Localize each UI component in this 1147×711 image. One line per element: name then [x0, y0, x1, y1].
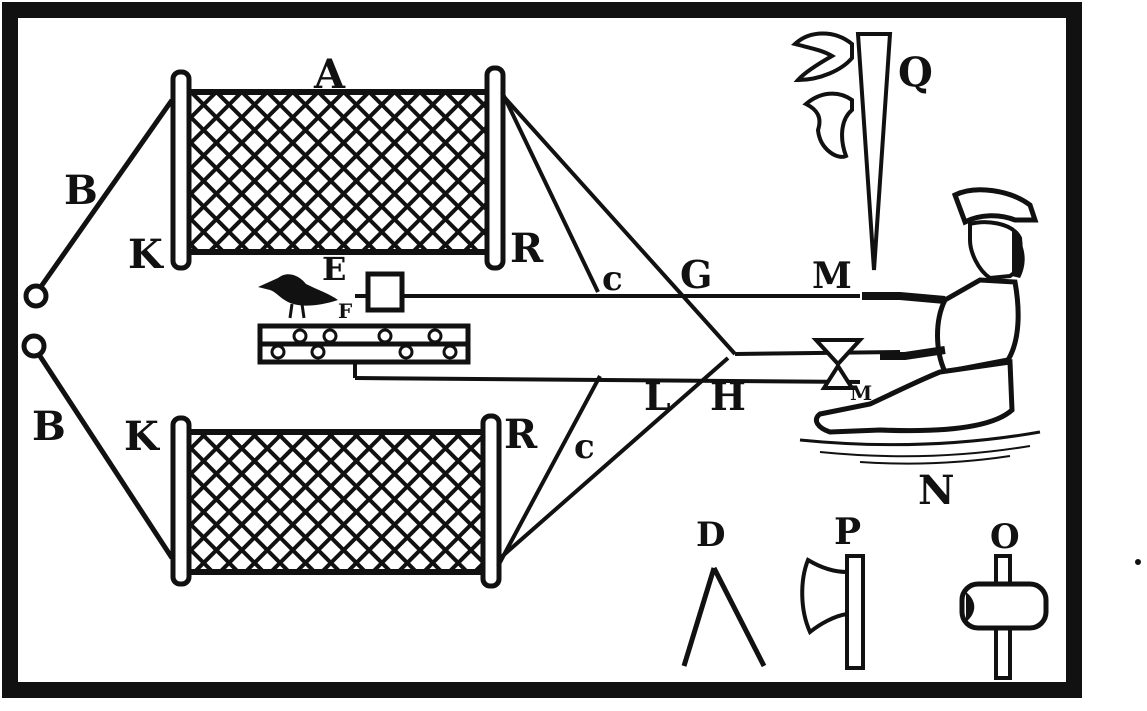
label-o: O — [990, 517, 1020, 557]
label-g: G — [680, 252, 712, 297]
hourglass-stake-icon — [811, 338, 865, 390]
left-guy-lines — [21, 98, 175, 560]
label-m-lower: M — [850, 381, 872, 405]
label-q: Q — [898, 49, 933, 96]
forked-stick-icon — [681, 566, 767, 668]
label-d: D — [696, 515, 725, 555]
label-p: P — [834, 511, 861, 553]
decoy-platform — [257, 323, 471, 365]
label-c-upper: c — [602, 259, 623, 299]
label-r-lower: R — [504, 411, 538, 458]
feather-stick-icon — [790, 31, 893, 271]
label-h: H — [710, 374, 746, 419]
label-m-upper: M — [812, 255, 852, 297]
label-k-upper: K — [128, 231, 164, 278]
label-k-lower: K — [124, 413, 160, 460]
man-seated-icon — [799, 187, 1041, 465]
axe-icon — [800, 554, 865, 670]
label-n: N — [918, 467, 955, 514]
figure-labels: A B B K K R R E F c c G H L M M N Q D P … — [32, 49, 1020, 557]
bird-icon — [258, 274, 338, 319]
label-r-upper: R — [510, 225, 544, 272]
lower-net — [170, 413, 502, 589]
label-b-lower: B — [32, 403, 66, 450]
label-c-lower: c — [574, 427, 595, 467]
pull-lines — [353, 91, 901, 567]
border-frame — [2, 2, 1082, 698]
upper-net — [170, 65, 506, 271]
mallet-icon — [959, 554, 1049, 680]
cage-box — [365, 271, 405, 313]
label-b-upper: B — [64, 167, 98, 214]
label-f: F — [338, 299, 352, 323]
ink-speck — [1135, 559, 1141, 565]
label-e: E — [322, 250, 346, 288]
label-l: L — [644, 374, 671, 419]
